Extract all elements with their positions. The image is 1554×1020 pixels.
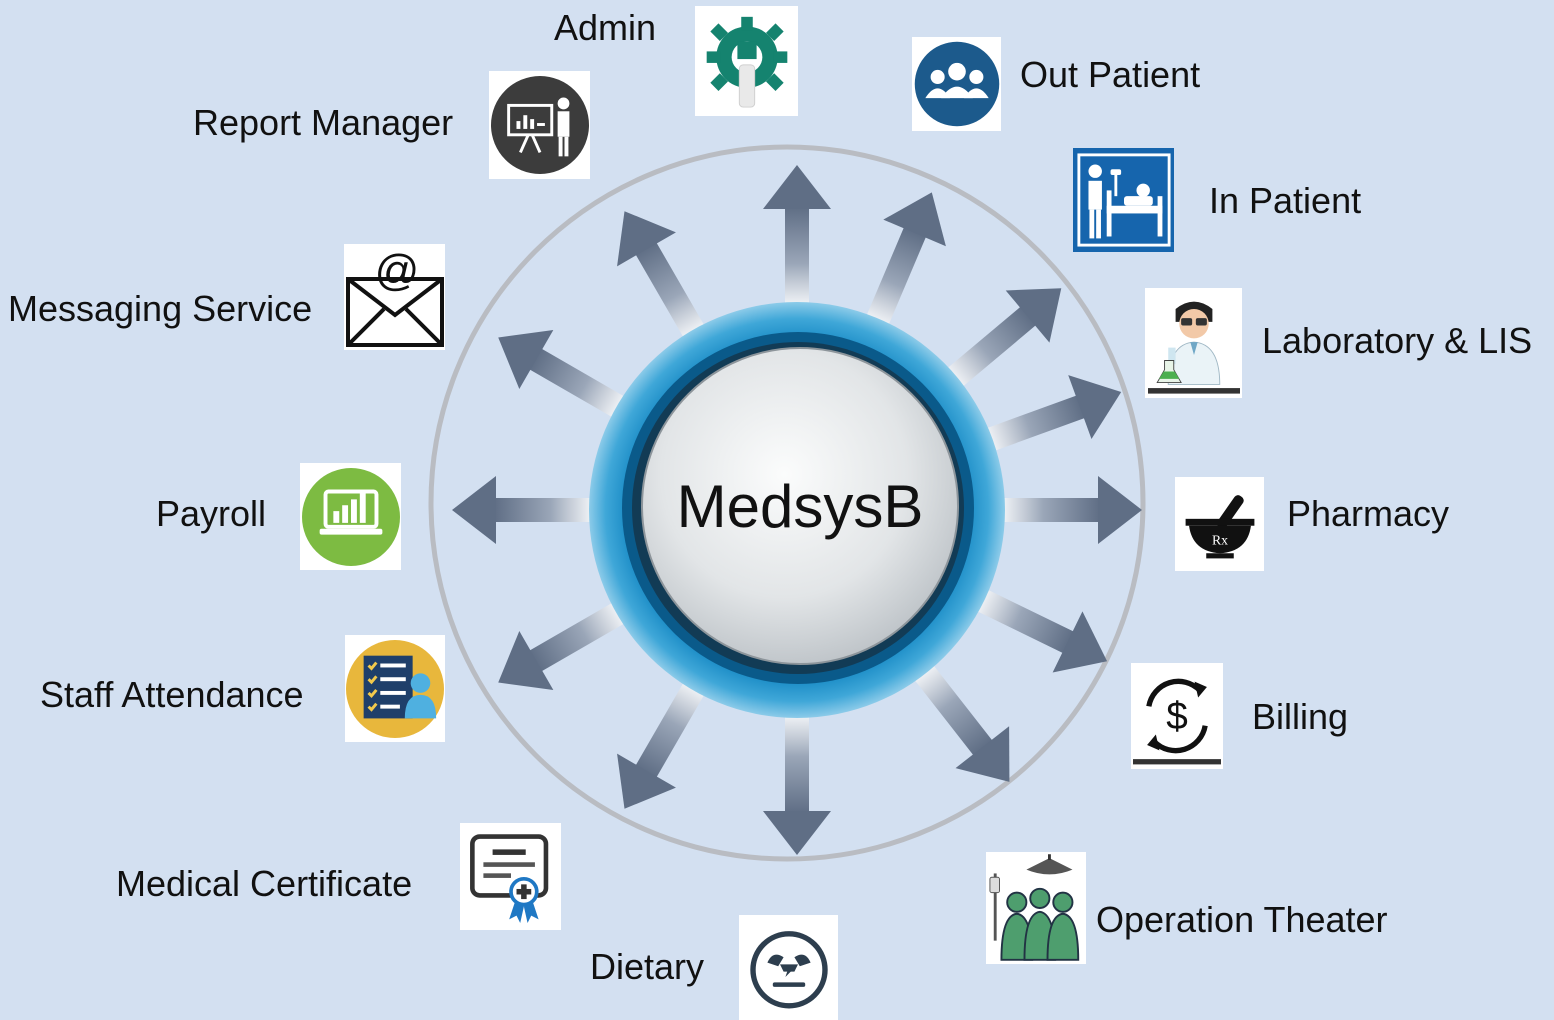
radial-arrow	[498, 330, 630, 421]
radial-arrow	[910, 660, 1010, 782]
module-icon-box-pharmacy: Rx	[1175, 477, 1264, 571]
module-label-staff-attendance: Staff Attendance	[40, 674, 304, 715]
laptop-chart-icon	[301, 467, 400, 566]
module-label-out-patient: Out Patient	[1020, 54, 1201, 95]
module-label-admin: Admin	[554, 7, 657, 48]
module-icon-box-operation-theater	[986, 852, 1086, 964]
dietary-icon	[749, 930, 828, 1008]
svg-text:Rx: Rx	[1211, 533, 1227, 548]
checklist-person-icon	[346, 639, 444, 738]
module-icon-box-staff-attendance	[345, 635, 445, 742]
radial-arrow	[971, 586, 1108, 673]
wrench-gear-icon	[706, 16, 787, 108]
dollar-cycle-icon: $	[1133, 678, 1221, 765]
module-label-medical-certificate: Medical Certificate	[116, 863, 413, 904]
module-icon-box-laboratory	[1145, 288, 1242, 398]
mortar-pestle-rx-icon: Rx	[1185, 495, 1254, 559]
module-icon-box-out-patient	[912, 37, 1001, 131]
module-label-report-manager: Report Manager	[193, 102, 454, 143]
radial-arrow	[864, 192, 946, 331]
module-icon-box-dietary	[739, 915, 838, 1020]
module-icon-box-payroll	[300, 463, 401, 570]
module-icon-box-medical-certificate	[460, 823, 561, 930]
radial-arrow	[617, 211, 708, 343]
presentation-icon	[490, 76, 589, 174]
surgeons-icon	[989, 854, 1080, 961]
module-label-dietary: Dietary	[590, 946, 705, 987]
hub-button	[641, 347, 959, 665]
module-label-messaging: Messaging Service	[8, 288, 313, 329]
email-at-icon: @	[345, 246, 444, 347]
module-label-billing: Billing	[1252, 696, 1349, 737]
certificate-icon	[469, 833, 548, 923]
module-icon-box-in-patient	[1073, 148, 1174, 252]
radial-arrow	[942, 288, 1062, 391]
radial-arrow	[617, 677, 708, 809]
radial-arrow	[452, 476, 597, 544]
module-label-pharmacy: Pharmacy	[1287, 493, 1450, 534]
arrows-group	[452, 165, 1142, 855]
module-icon-box-admin	[695, 6, 798, 116]
module-icon-box-billing: $	[1131, 663, 1223, 769]
module-label-payroll: Payroll	[156, 493, 267, 534]
svg-text:$: $	[1166, 695, 1188, 738]
svg-text:@: @	[374, 246, 419, 295]
radial-arrow	[763, 165, 831, 310]
radial-arrow	[763, 710, 831, 855]
hospital-bed-icon	[1076, 153, 1171, 247]
module-icon-box-report-manager	[489, 71, 590, 179]
module-icon-box-messaging: @	[344, 244, 445, 350]
module-label-operation-theater: Operation Theater	[1096, 899, 1388, 940]
outer-ring	[428, 144, 1146, 862]
lab-scientist-icon	[1147, 301, 1240, 394]
module-label-in-patient: In Patient	[1209, 180, 1362, 221]
patients-group-icon	[914, 41, 999, 127]
hub-title: MedsysB	[677, 473, 924, 540]
radial-arrow	[498, 599, 630, 690]
radial-arrow	[997, 476, 1142, 544]
module-label-laboratory: Laboratory & LIS	[1262, 320, 1533, 361]
radial-arrow	[980, 375, 1122, 453]
